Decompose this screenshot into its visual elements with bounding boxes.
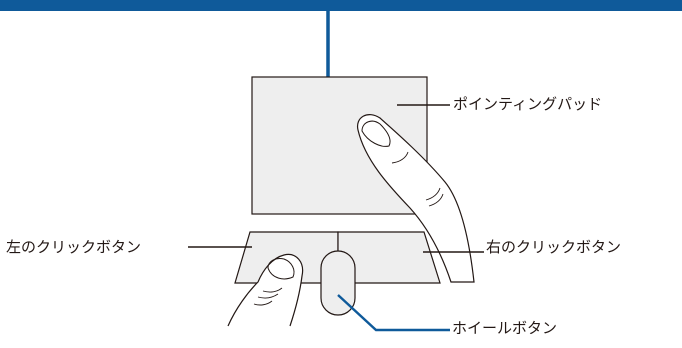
wheel-button (320, 250, 356, 316)
wheel-button-label: ホイールボタン (452, 319, 558, 337)
button-finger-crease-3 (253, 300, 273, 306)
pad-finger-nail (361, 120, 391, 147)
button-finger-crease-2 (257, 293, 279, 299)
pad-finger-crease-2 (425, 187, 441, 201)
pad-finger-crease-3 (428, 193, 444, 207)
left-click-button-label: 左のクリックボタン (6, 238, 142, 256)
pad-finger-crease-1 (391, 151, 409, 164)
wheel-leader-line (337, 294, 450, 332)
button-finger-nail (267, 258, 295, 280)
header-bar (0, 0, 682, 11)
pointing-pad-label: ポインティングパッド (453, 95, 603, 113)
button-finger-crease-1 (262, 287, 283, 293)
button-finger (227, 253, 304, 327)
pad-finger (356, 114, 475, 283)
right-click-button-label: 右のクリックボタン (486, 238, 622, 256)
